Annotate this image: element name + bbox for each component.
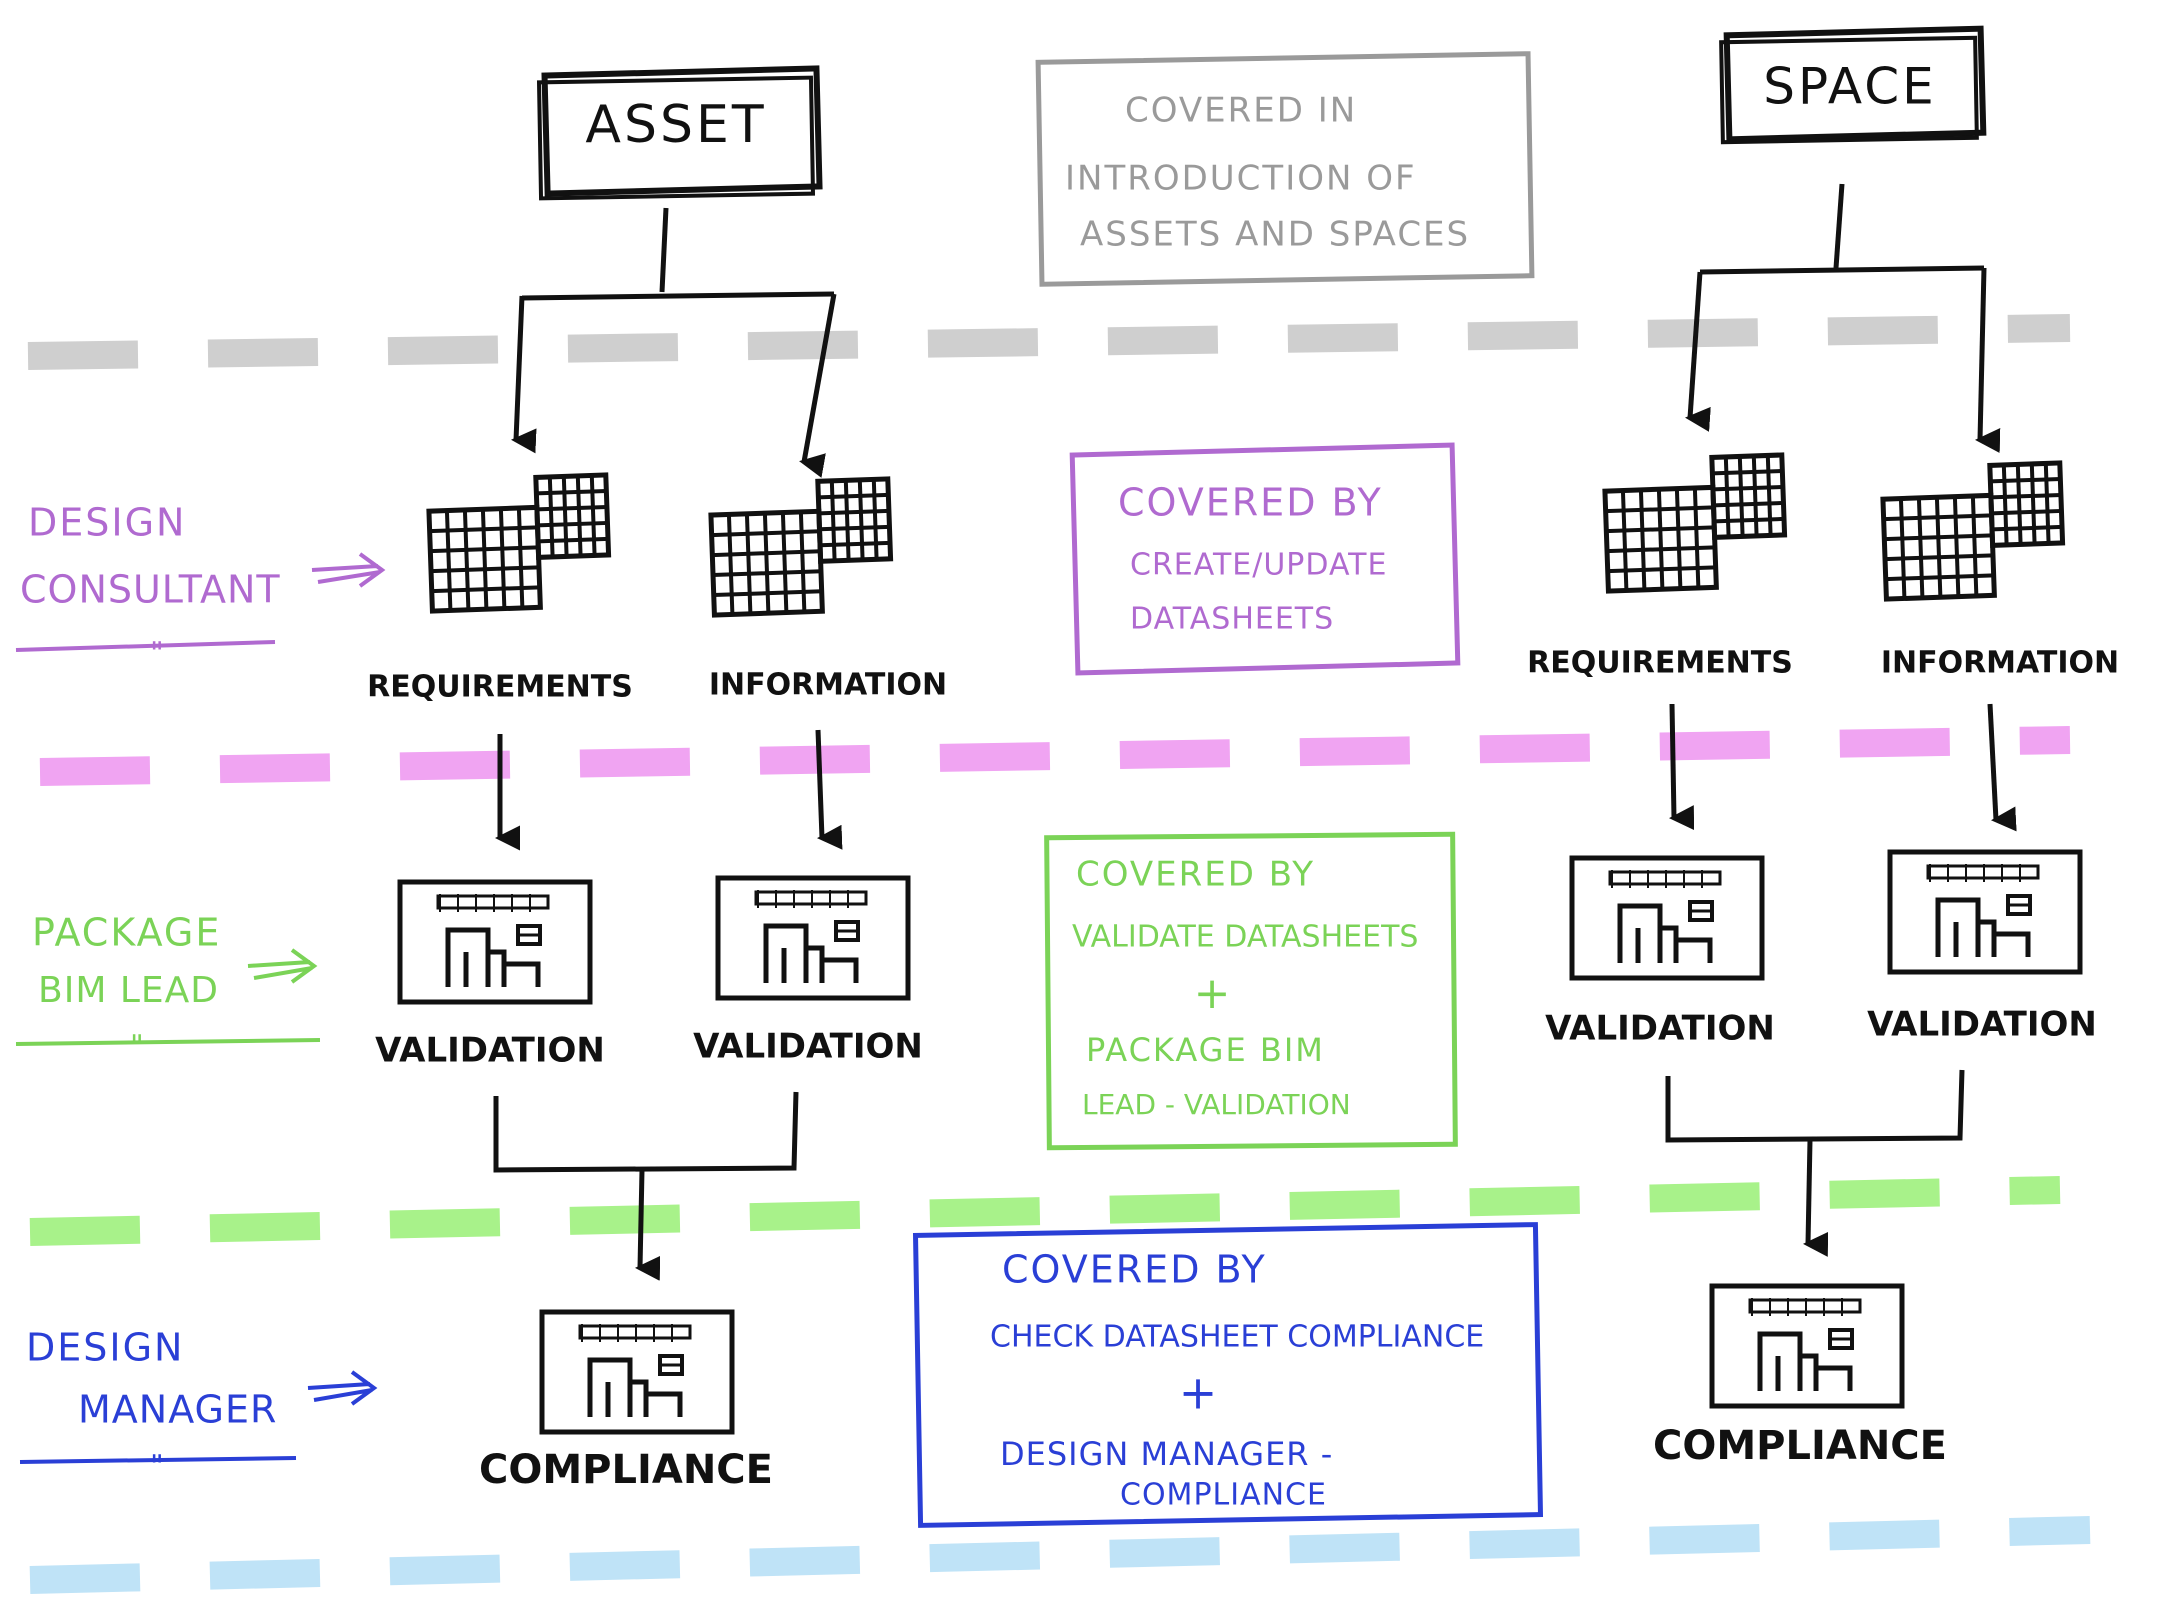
arrow-down-icon	[1803, 1139, 1829, 1257]
asset-information-node: Information	[709, 479, 947, 703]
purple-band	[39, 726, 2071, 786]
arrow-down-icon	[1669, 703, 1695, 831]
validate-note-line-1: Covered by	[1076, 855, 1315, 895]
spreadsheet-grid-icon	[1604, 455, 1786, 591]
datasheets-note-line-3: Datasheets	[1130, 602, 1334, 637]
space-information-node: Information	[1881, 463, 2119, 681]
validation-document-icon	[542, 1312, 732, 1432]
validation-document-icon	[400, 882, 590, 1002]
spreadsheet-grid-icon	[710, 479, 892, 615]
space-validation-1-node: Validation	[1545, 858, 1775, 1049]
asset-validation-1-node: Validation	[375, 882, 605, 1071]
spreadsheet-grid-icon	[1882, 463, 2064, 599]
validation-document-icon	[1712, 1286, 1902, 1406]
design-manager-underline	[19, 1456, 297, 1464]
compliance-note: Covered by Check Datasheet Compliance + …	[912, 1222, 1544, 1528]
compliance-note-line-1: Covered by	[1002, 1248, 1267, 1292]
design-consultant-pointer-icon	[311, 552, 386, 588]
space-validation-1-label: Validation	[1545, 1009, 1775, 1049]
space-information-label: Information	[1881, 646, 2119, 681]
design-consultant-line-1: Design	[28, 501, 186, 545]
compliance-note-line-2: Check Datasheet Compliance	[990, 1320, 1484, 1355]
validate-note-line-4: Lead - Validation	[1082, 1088, 1351, 1121]
asset-title-box: Asset	[536, 65, 823, 201]
intro-note-line-1: Covered in	[1125, 91, 1357, 131]
design-manager-role: Design Manager "	[19, 1326, 378, 1485]
space-title: Space	[1763, 58, 1937, 116]
arrow-down-icon	[1987, 703, 2017, 832]
compliance-note-plus: +	[1179, 1366, 1218, 1420]
green-band	[29, 1176, 2061, 1246]
design-manager-ditto: "	[150, 1450, 164, 1485]
validate-note-line-3: Package BIM	[1086, 1031, 1325, 1069]
space-validation-2-node: Validation	[1867, 852, 2097, 1045]
blue-band	[29, 1516, 2091, 1594]
package-bim-lead-line-2: BIM Lead	[38, 970, 219, 1011]
validate-note: Covered by Validate Datasheets + Package…	[1044, 831, 1458, 1151]
design-manager-pointer-icon	[307, 1370, 378, 1406]
design-consultant-line-2: Consultant	[20, 568, 281, 612]
validation-document-icon	[718, 878, 908, 998]
asset-connectors	[493, 207, 843, 1281]
space-validation-2-label: Validation	[1867, 1005, 2097, 1045]
gray-band	[27, 314, 2071, 370]
asset-compliance-label: Compliance	[479, 1447, 773, 1493]
intro-note: Covered in Introduction of Assets and Sp…	[1035, 51, 1535, 287]
space-requirements-node: Requirements	[1527, 455, 1793, 681]
validation-document-icon	[1890, 852, 2080, 972]
spreadsheet-grid-icon	[428, 475, 610, 611]
package-bim-lead-pointer-icon	[247, 948, 318, 984]
asset-validation-2-node: Validation	[693, 878, 923, 1067]
package-bim-lead-underline	[15, 1038, 321, 1046]
arrow-down-icon	[511, 295, 537, 454]
compliance-note-line-4: Compliance	[1120, 1478, 1327, 1513]
space-compliance-label: Compliance	[1653, 1423, 1947, 1469]
validate-note-line-2: Validate Datasheets	[1072, 920, 1418, 955]
compliance-note-line-3: Design Manager -	[1000, 1435, 1333, 1473]
package-bim-lead-ditto: "	[130, 1030, 144, 1065]
intro-note-line-3: Assets and Spaces	[1080, 215, 1470, 255]
design-manager-line-1: Design	[26, 1326, 184, 1370]
arrow-down-icon	[1685, 271, 1711, 432]
asset-compliance-node: Compliance	[479, 1312, 773, 1493]
datasheets-note: Covered by Create/Update Datasheets	[1069, 442, 1461, 676]
space-connectors	[1665, 183, 2017, 1257]
asset-requirements-label: Requirements	[367, 670, 633, 705]
asset-title: Asset	[585, 95, 766, 155]
validate-note-plus: +	[1194, 968, 1231, 1019]
arrow-down-icon	[799, 293, 837, 478]
asset-requirements-node: Requirements	[367, 475, 633, 705]
asset-validation-2-label: Validation	[693, 1027, 923, 1067]
package-bim-lead-line-1: Package	[32, 911, 221, 955]
arrow-down-icon	[815, 729, 843, 850]
asset-validation-1-label: Validation	[375, 1031, 605, 1071]
asset-information-label: Information	[709, 668, 947, 703]
design-consultant-underline	[15, 640, 276, 652]
intro-note-line-2: Introduction of	[1065, 159, 1417, 199]
validation-document-icon	[1572, 858, 1762, 978]
arrow-down-icon	[1975, 267, 2001, 453]
design-consultant-ditto: "	[150, 637, 164, 672]
datasheets-note-line-2: Create/Update	[1130, 548, 1387, 583]
space-requirements-label: Requirements	[1527, 646, 1793, 681]
space-compliance-node: Compliance	[1653, 1286, 1947, 1469]
design-consultant-role: Design Consultant "	[15, 501, 386, 672]
datasheets-note-line-1: Covered by	[1118, 481, 1383, 525]
design-manager-line-2: Manager	[78, 1388, 277, 1432]
package-bim-lead-role: Package BIM Lead "	[15, 911, 321, 1065]
arrow-down-icon	[635, 1169, 661, 1281]
space-title-box: Space	[1719, 25, 1987, 145]
